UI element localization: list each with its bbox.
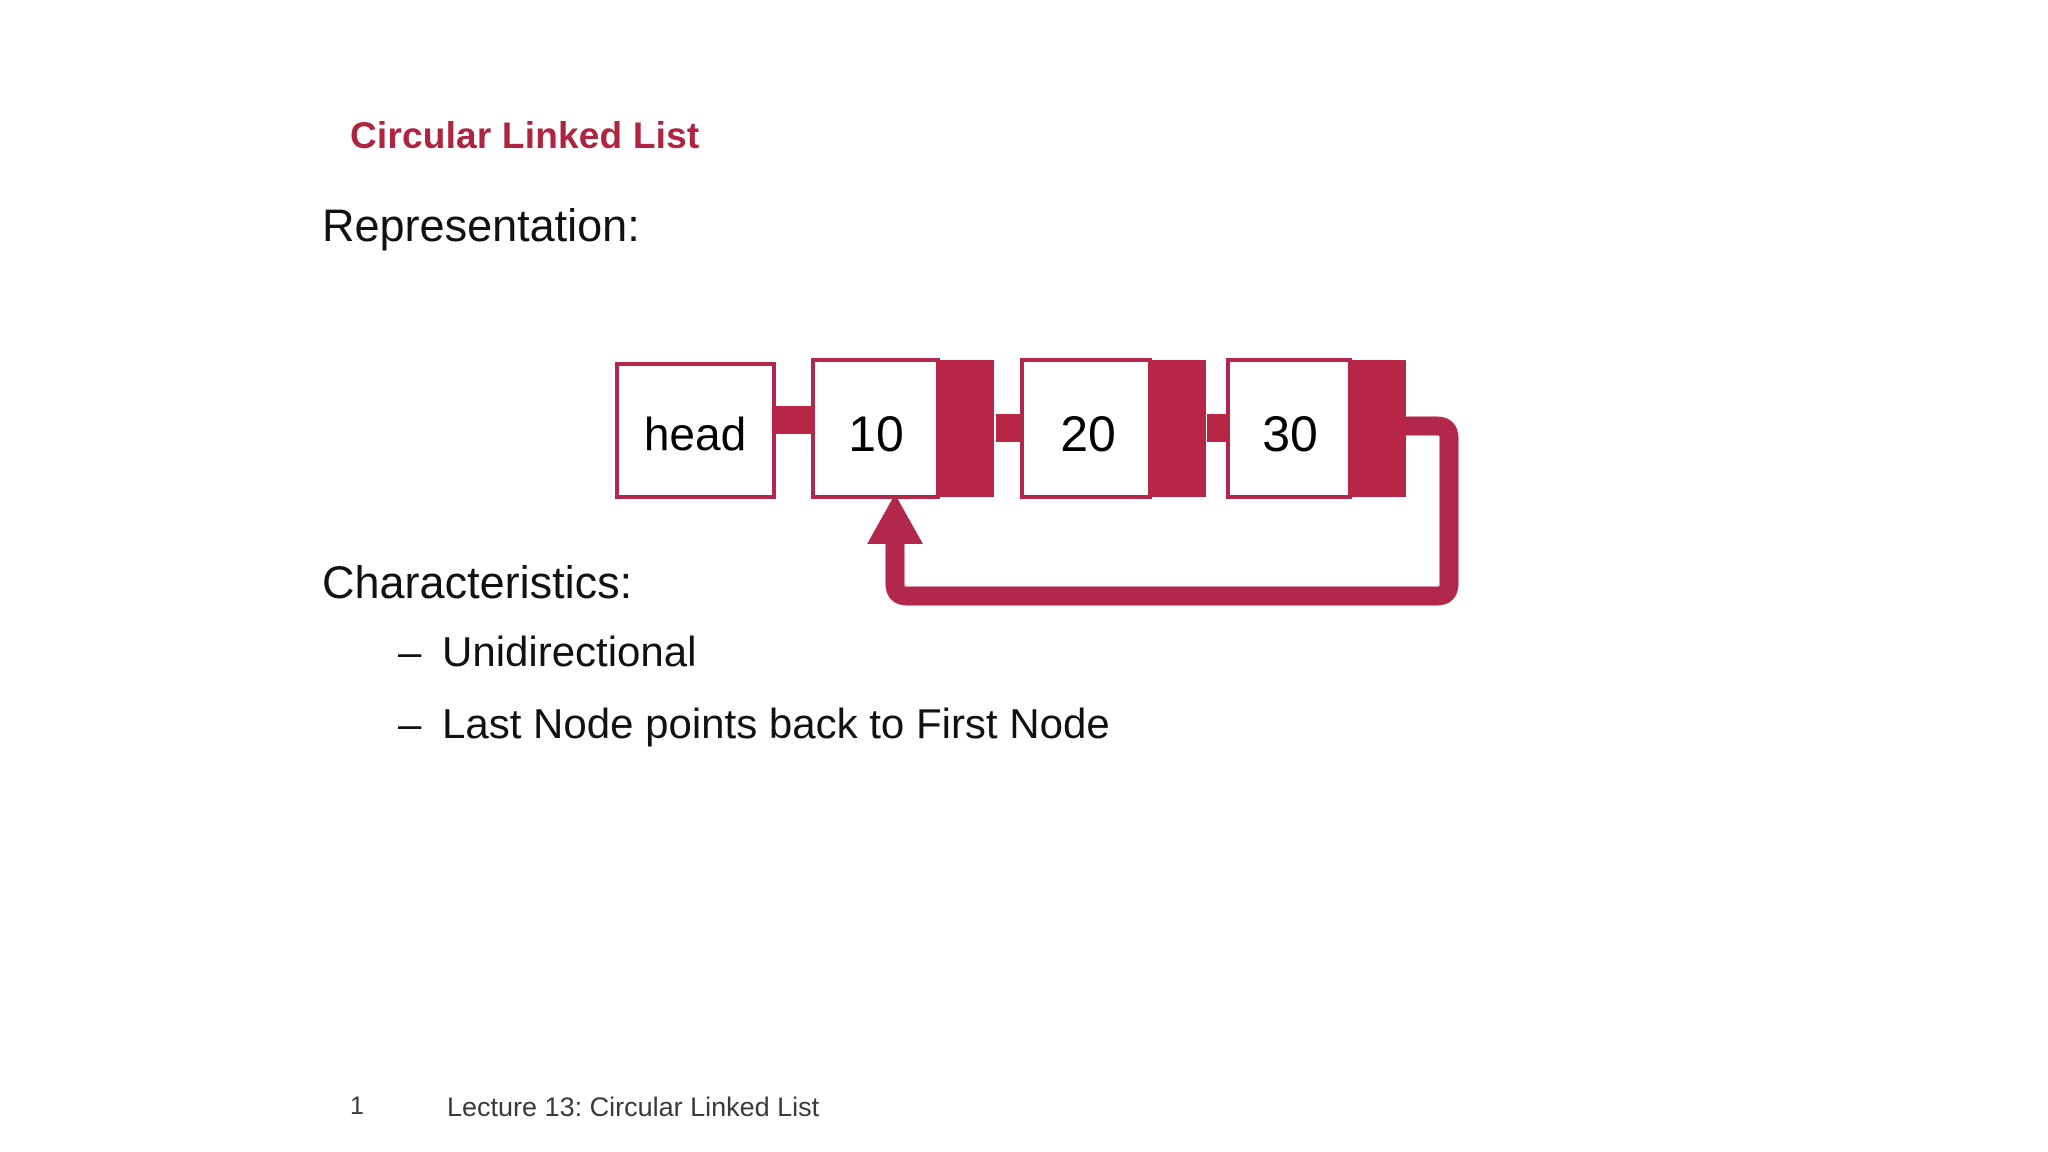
list-item: – Last Node points back to First Node xyxy=(398,700,1598,772)
bullet-dash-icon: – xyxy=(398,700,422,747)
list-item: – Unidirectional xyxy=(398,628,1598,700)
arrow-node-2-to-node-3 xyxy=(1207,400,1268,456)
list-item-label: Unidirectional xyxy=(442,628,697,675)
list-node-1: 10 xyxy=(811,358,994,499)
head-box-label: head xyxy=(644,408,746,460)
head-box: head xyxy=(615,362,776,499)
node-2-value: 20 xyxy=(1060,406,1116,462)
node-3-value: 30 xyxy=(1262,406,1318,462)
characteristics-list: – Unidirectional – Last Node points back… xyxy=(398,628,1598,772)
node-2-data-cell xyxy=(1020,358,1152,499)
node-3-data-cell xyxy=(1226,358,1352,499)
heading-characteristics: Characteristics: xyxy=(322,557,633,608)
node-2-pointer-cell xyxy=(1150,360,1206,497)
bullet-dash-icon: – xyxy=(398,628,422,675)
heading-representation: Representation: xyxy=(322,200,640,251)
list-node-2: 20 xyxy=(1020,358,1206,499)
list-item-label: Last Node points back to First Node xyxy=(442,700,1110,747)
footer-page-number: 1 xyxy=(350,1092,364,1120)
node-1-data-cell xyxy=(811,358,940,499)
node-1-pointer-cell xyxy=(938,360,994,497)
arrow-head-to-node-1 xyxy=(776,392,855,448)
footer-caption: Lecture 13: Circular Linked List xyxy=(447,1092,820,1122)
list-node-3: 30 xyxy=(1226,358,1406,499)
node-1-value: 10 xyxy=(848,406,904,462)
arrow-node-1-to-node-2 xyxy=(996,400,1063,456)
circular-back-pointer-path xyxy=(867,416,1459,606)
page-title: Circular Linked List xyxy=(350,115,700,156)
node-3-pointer-cell xyxy=(1350,360,1406,497)
